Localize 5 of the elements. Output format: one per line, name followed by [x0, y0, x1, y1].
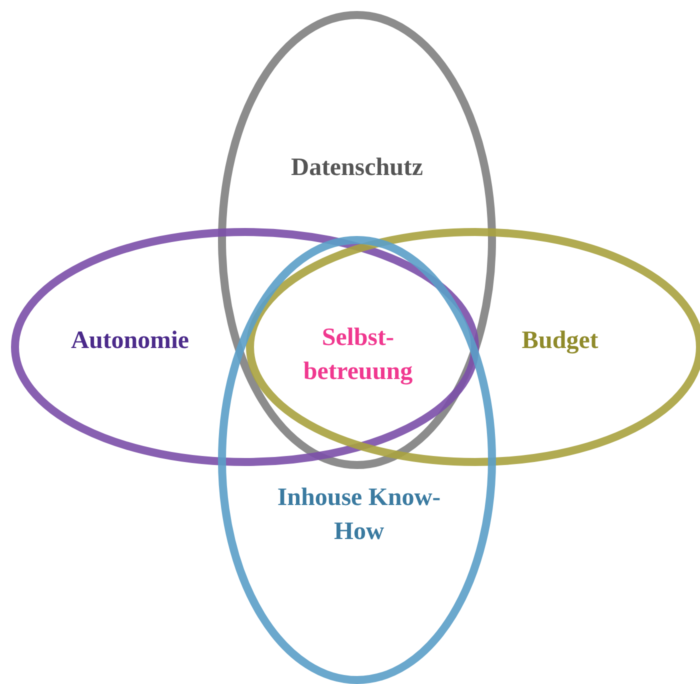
set-label: Datenschutz [291, 153, 423, 183]
set-label: Autonomie [70, 326, 190, 356]
intersection-label: Selbst- betreuung [302, 323, 414, 387]
set-label: Budget [522, 326, 598, 356]
set-label: Inhouse Know-How [276, 483, 442, 547]
